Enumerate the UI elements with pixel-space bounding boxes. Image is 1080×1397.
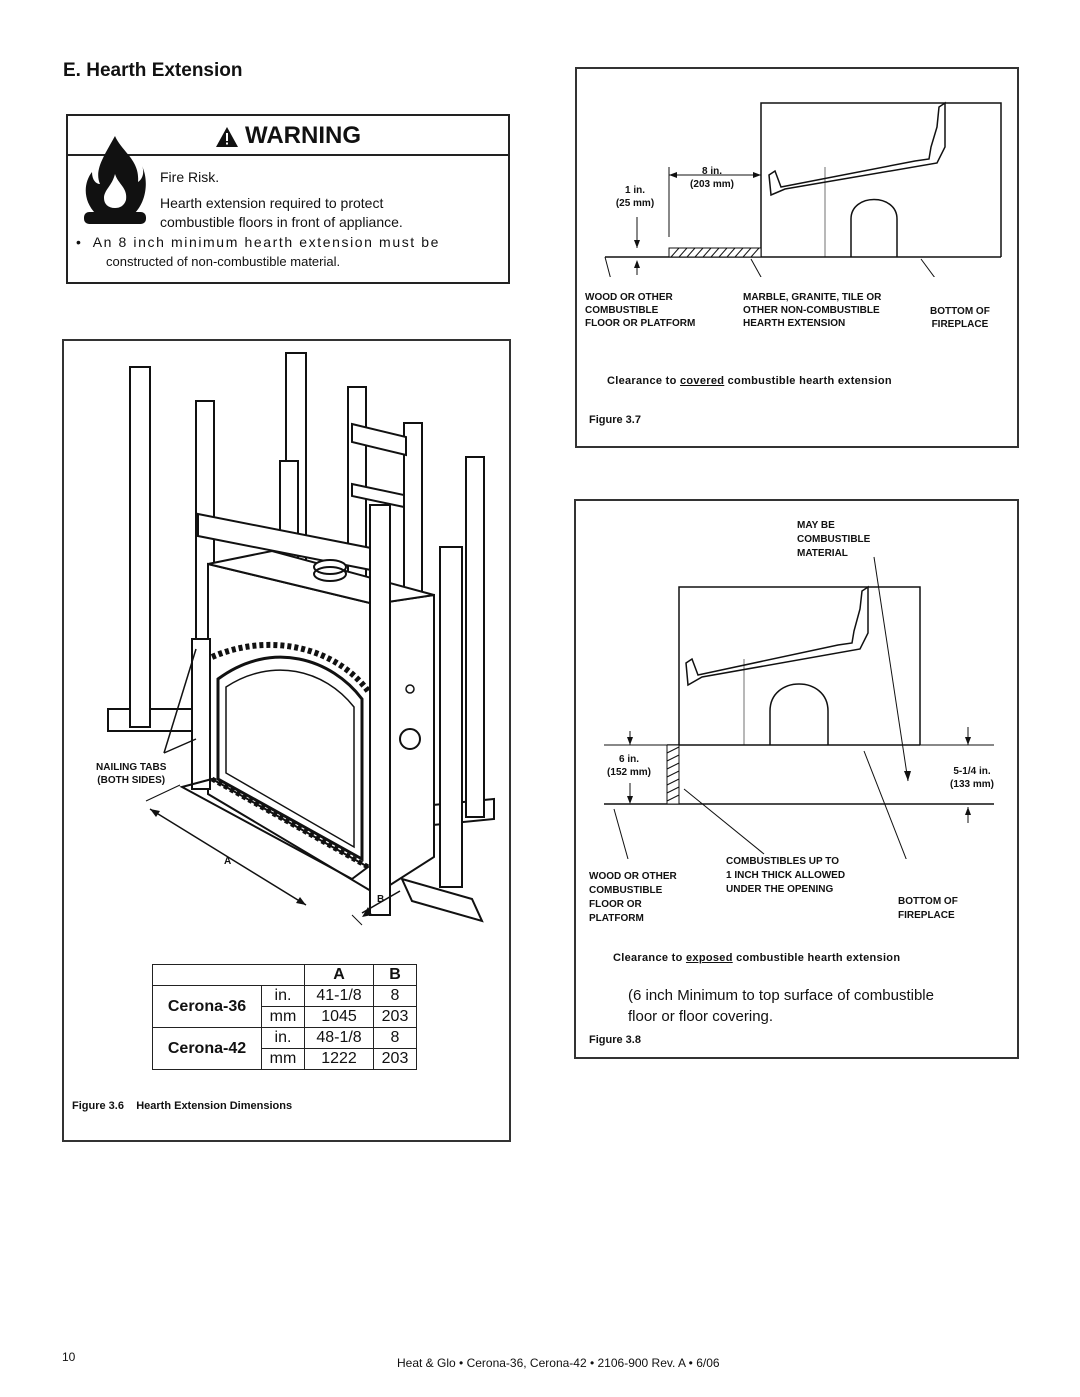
warning-bullet-2: constructed of non-combustible material. [106,254,341,269]
figure-3-7-caption: Figure 3.7 [589,414,641,426]
table-header-b: B [373,964,417,986]
warning-header: WARNING [68,116,508,156]
warning-line-3: combustible floors in front of appliance… [160,214,403,230]
warning-triangle-icon [216,126,238,147]
section-title: E. Hearth Extension [63,60,243,81]
figure-3-6-box [62,339,511,1142]
figure-3-6-caption: Figure 3.6 Hearth Extension Dimensions [72,1100,293,1112]
nailing-tabs-label: NAILING TABS (BOTH SIDES) [96,762,167,786]
table-row: Cerona-36 in. 41-1/8 8 [152,985,417,1028]
warning-box: WARNING Fire Risk. Hearth extension requ… [66,114,510,284]
warning-line-1: Fire Risk. [160,169,220,185]
flame-icon [84,136,146,224]
fireplace-framing-drawing [107,352,495,926]
table-row: mm 1045 203 [153,1006,417,1028]
exposed-hearth-section-drawing [604,556,994,859]
table-row: mm 1222 203 [153,1048,417,1070]
figure-3-7-clearance-note: Clearance to covered combustible hearth … [607,375,892,387]
figure-3-8-box [574,499,1019,1059]
hearth-dimensions-table: A B Cerona-36 in. 41-1/8 8 mm 1045 203 C… [152,964,417,1070]
warning-heading: WARNING [245,122,361,149]
dim-6in-label: 6 in.(152 mm) [607,754,651,778]
dim-5-1-4-label: 5-1/4 in.(133 mm) [950,766,994,790]
minimum-note: (6 inch Minimum to top surface of combus… [628,987,934,1025]
covered-hearth-section-drawing [604,101,1002,277]
table-row: Cerona-42 in. 48-1/8 8 [152,1027,417,1070]
dimension-a-label: A [224,856,232,867]
figure-3-7-box [575,67,1019,448]
footer-text: Heat & Glo • Cerona-36, Cerona-42 • 2106… [397,1356,720,1370]
warning-bullet: • An 8 inch minimum hearth extension mus… [76,234,441,250]
page-number: 10 [62,1350,76,1364]
table-header-a: A [304,964,374,986]
warning-line-2: Hearth extension required to protect [160,195,384,211]
dim-8in-label: 8 in.(203 mm) [690,166,734,190]
dim-1in-label: 1 in.(25 mm) [615,185,655,209]
figure-3-8-clearance-note: Clearance to exposed combustible hearth … [613,952,901,964]
figure-3-8-caption: Figure 3.8 [589,1034,641,1046]
dimension-b-label: B [377,894,385,905]
